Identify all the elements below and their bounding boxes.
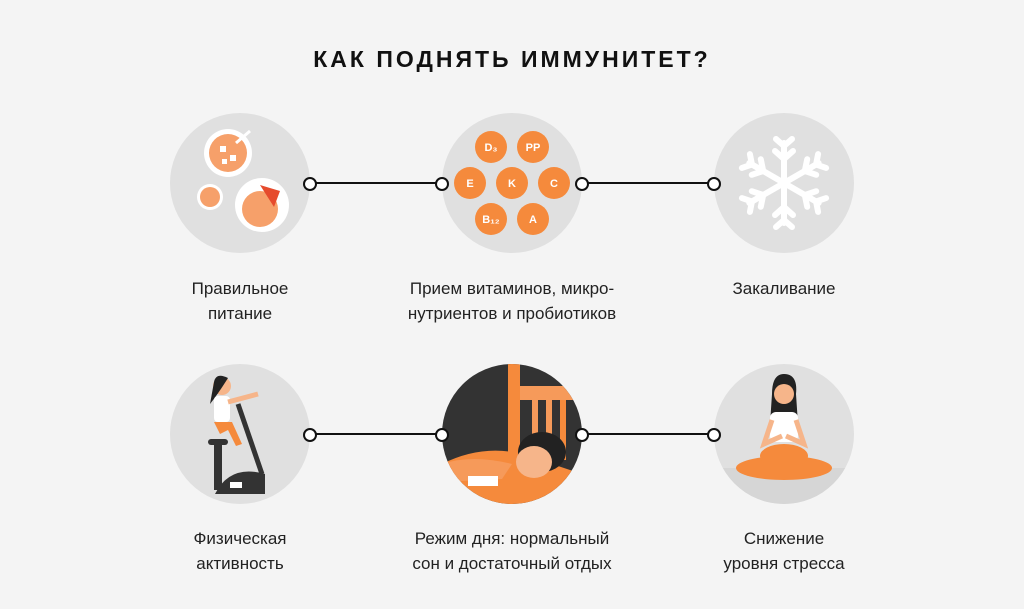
vitamin-pill: PP [517, 131, 549, 163]
connector-line [582, 433, 714, 435]
connector-line [582, 182, 714, 184]
label-line: Прием витаминов, микро- [409, 279, 615, 298]
vitamin-pill: D₃ [475, 131, 507, 163]
vitamin-pill: E [454, 167, 486, 199]
vitamin-label: C [550, 178, 558, 190]
label-line: Правильное [191, 279, 289, 298]
connector-line [310, 433, 442, 435]
vitamin-label: B₁₂ [482, 214, 499, 226]
vitamin-label: PP [526, 142, 541, 154]
page-title: КАК ПОДНЯТЬ ИММУНИТЕТ? [313, 46, 711, 72]
vitamin-pill: K [496, 167, 528, 199]
vitamin-label: K [508, 178, 516, 190]
connector-dot [435, 428, 449, 442]
label-line: уровня стресса [723, 554, 845, 573]
snowflake-icon [714, 113, 854, 253]
vitamin-pill: C [538, 167, 570, 199]
label-line: питание [207, 304, 273, 323]
label-line: Режим дня: нормальный [414, 529, 610, 548]
connector-dot [575, 177, 589, 191]
label-line: активность [196, 554, 284, 573]
vitamin-pill: A [517, 203, 549, 235]
meditation-icon [714, 364, 854, 504]
label-activity: Физическая активность [100, 526, 380, 576]
label-hardening: Закаливание [644, 276, 924, 301]
label-line: нутриентов и пробиотиков [407, 304, 617, 323]
connector-dot [303, 428, 317, 442]
vitamin-label: E [466, 178, 473, 190]
label-line: Снижение [743, 529, 825, 548]
vitamins-icon: D₃ PP E K C B₁₂ A [442, 113, 582, 253]
label-line: сон и достаточный отдых [412, 554, 612, 573]
connector-dot [303, 177, 317, 191]
label-stress: Снижение уровня стресса [644, 526, 924, 576]
vitamin-pill: B₁₂ [475, 203, 507, 235]
label-sleep: Режим дня: нормальный сон и достаточный о… [372, 526, 652, 576]
connector-dot [707, 177, 721, 191]
vitamin-label: D₃ [484, 142, 497, 154]
label-line: Закаливание [732, 279, 836, 298]
connector-dot [575, 428, 589, 442]
food-icon [170, 113, 310, 253]
exercise-bike-icon [170, 364, 310, 504]
connector-line [310, 182, 442, 184]
label-line: Физическая [193, 529, 287, 548]
sleep-icon [442, 364, 582, 504]
connector-dot [435, 177, 449, 191]
label-vitamins: Прием витаминов, микро-нутриентов и проб… [372, 276, 652, 326]
connector-dot [707, 428, 721, 442]
label-nutrition: Правильное питание [100, 276, 380, 326]
vitamin-label: A [529, 214, 537, 226]
